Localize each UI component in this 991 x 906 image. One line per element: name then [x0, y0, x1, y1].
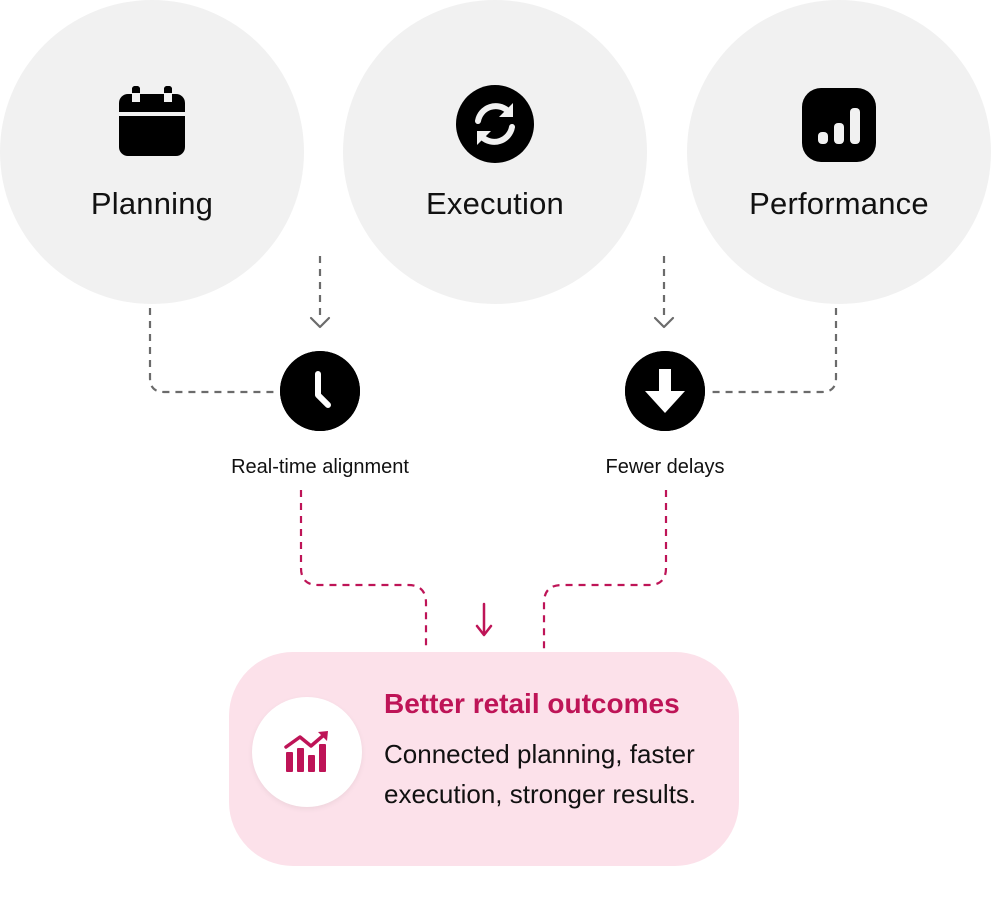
delays-to-outcome-connector: [542, 490, 668, 650]
bar-chart-icon: [799, 84, 879, 164]
delays-arrowhead: [653, 316, 675, 329]
growth-chart-icon: [252, 697, 362, 807]
stage-planning: Planning: [0, 0, 304, 304]
stage-label: Planning: [90, 186, 214, 221]
planning-to-alignment-connector: [148, 308, 278, 394]
performance-to-delays-connector: [712, 308, 838, 394]
stage-label: Execution: [426, 186, 564, 221]
stage-execution: Execution: [343, 0, 647, 304]
outcome-title: Better retail outcomes: [384, 688, 680, 719]
sync-icon: [455, 84, 535, 164]
stage-label: Performance: [749, 186, 929, 221]
outcome-card: Better retail outcomes Connected plannin…: [229, 652, 739, 866]
clock-icon: [280, 351, 360, 431]
alignment-arrowhead: [309, 316, 331, 329]
outcome-description: Connected planning, faster execution, st…: [384, 739, 697, 809]
calendar-icon: [112, 84, 192, 164]
stage-performance: Performance: [687, 0, 991, 304]
benefit-label-delays: Fewer delays: [605, 456, 725, 478]
alignment-to-outcome-connector: [299, 490, 428, 650]
benefit-label-alignment: Real-time alignment: [231, 456, 409, 478]
arrow-down-icon: [625, 351, 705, 431]
outcome-arrow: [475, 602, 493, 637]
